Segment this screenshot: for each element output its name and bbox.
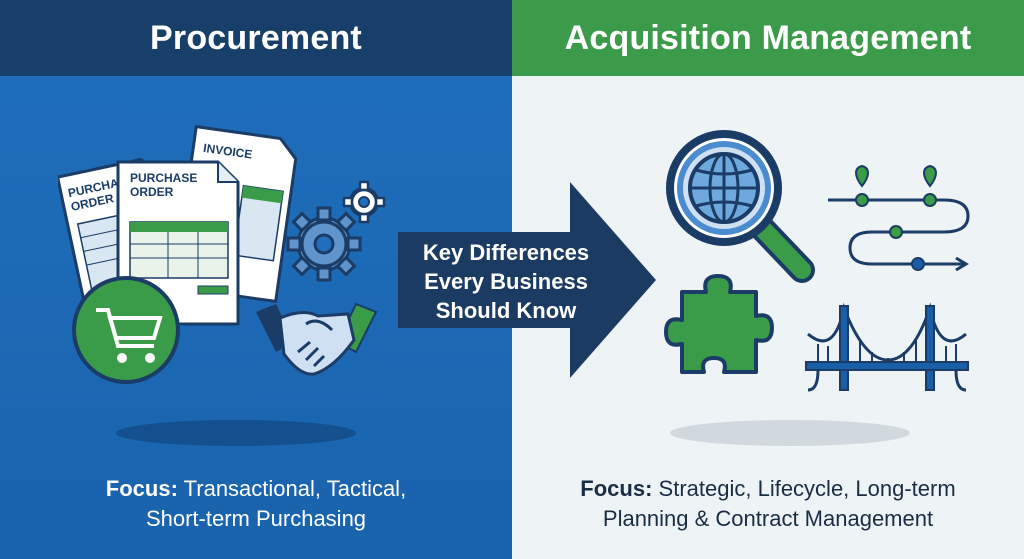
key-differences-caption: Key Differences Every Business Should Kn…: [406, 238, 606, 325]
document-stack-icon: PURCHASE ORDER INVOICE PURCHASE ORDER: [58, 124, 298, 384]
svg-text:ORDER: ORDER: [130, 185, 174, 199]
bridge-icon: [805, 302, 969, 392]
focus-text-line2: Planning & Contract Management: [602, 506, 934, 531]
caption-line1: Key Differences: [422, 240, 590, 265]
handshake-icon: [256, 302, 378, 376]
roadmap-icon: [828, 164, 970, 272]
ground-shadow: [670, 420, 910, 446]
ground-shadow: [116, 420, 356, 446]
focus-text-line1: Strategic, Lifecycle, Long-term: [658, 476, 956, 501]
svg-text:INVOICE: INVOICE: [202, 141, 253, 162]
acquisition-focus: Focus: Strategic, Lifecycle, Long-term P…: [512, 474, 1024, 534]
magnifying-globe-icon: [666, 130, 815, 283]
gears-icon: [286, 180, 386, 282]
procurement-focus: Focus: Transactional, Tactical, Short-te…: [0, 474, 512, 534]
svg-text:PURCHASE: PURCHASE: [130, 171, 197, 185]
focus-text-line1: Transactional, Tactical,: [183, 476, 407, 501]
acquisition-title: Acquisition Management: [512, 0, 1024, 76]
focus-label: Focus:: [105, 476, 178, 501]
focus-text-line2: Short-term Purchasing: [145, 506, 367, 531]
procurement-title: Procurement: [0, 0, 512, 76]
arrow-icon: [398, 182, 656, 378]
focus-label: Focus:: [580, 476, 653, 501]
puzzle-piece-icon: [664, 274, 774, 374]
caption-line3: Should Know: [435, 298, 577, 323]
shopping-cart-icon: [72, 276, 180, 384]
caption-line2: Every Business: [424, 269, 588, 294]
